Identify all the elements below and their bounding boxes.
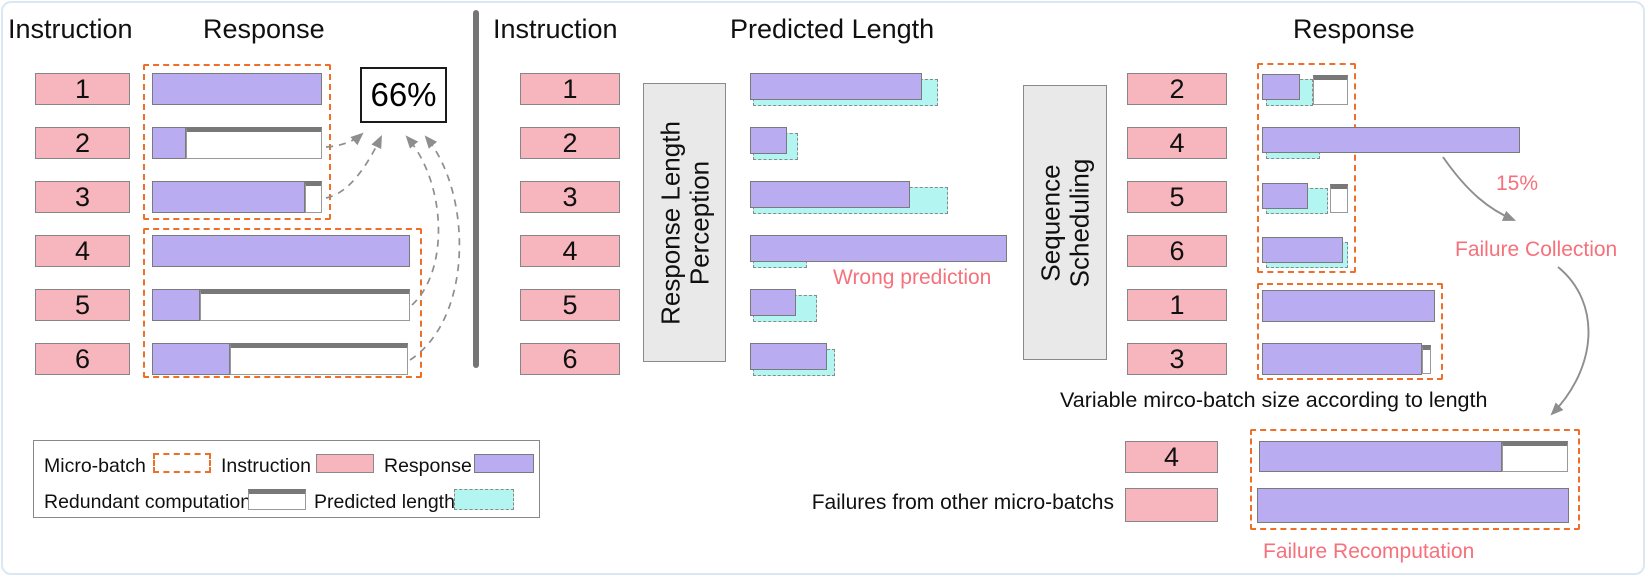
instruction-box-middle-5: 5 [520,289,620,321]
failure-recomputation-label: Failure Recomputation [1263,540,1475,563]
instruction-box-middle-2: 2 [520,127,620,159]
failures-from-label: Failures from other micro-batchs [811,491,1114,514]
right-response-6-purple-segment [1262,237,1343,263]
left-response-2-white-segment [186,127,322,159]
right-response-5-purple-segment [1262,183,1308,209]
right-batch-2-outline [1257,283,1443,380]
left-response-2-purple-segment [152,127,186,159]
instruction-box-right-2: 2 [1127,73,1227,105]
right-response-2-white-segment [1313,75,1348,105]
instruction-box-middle-1: 1 [520,73,620,105]
instruction-box-right-3: 3 [1127,343,1227,375]
instruction-box-bottom-blank [1125,488,1218,522]
mid-predicted-2-purple-segment [750,127,787,154]
legend-response-swatch [474,454,534,473]
left-response-3-white-segment [305,181,322,213]
left-response-6-purple-segment [152,343,230,375]
failure-rate-label: 15% [1496,172,1539,195]
failure-collection-label: Failure Collection [1455,238,1618,261]
middle-instruction-header: Instruction [493,14,618,44]
recompute-response-blank-purple-segment [1257,488,1569,523]
left-response-1-purple-segment [152,73,322,105]
left-response-header: Response [203,14,325,44]
mid-predicted-4-purple-segment [750,235,1007,262]
mid-predicted-3-purple-segment [750,181,910,208]
instruction-box-left-1: 1 [35,73,130,105]
right-response-3-purple-segment [1262,343,1422,375]
instruction-box-left-5: 5 [35,289,130,321]
instruction-box-left-2: 2 [35,127,130,159]
instruction-box-bottom-4: 4 [1125,441,1218,473]
instruction-box-middle-3: 3 [520,181,620,213]
section-divider [473,10,479,368]
right-batch-1-outline [1257,63,1356,273]
arrow-resp3-to-stat [325,135,382,199]
left-response-5-purple-segment [152,289,200,321]
mid-predicted-6-purple-segment [750,343,827,370]
instruction-box-middle-4: 4 [520,235,620,267]
mid-predicted-5-purple-segment [750,289,796,316]
legend-response-label: Response [384,455,472,477]
legend-predicted-swatch [454,489,514,510]
wrong-prediction-label: Wrong prediction [833,266,992,289]
left-instruction-header: Instruction [8,14,133,44]
legend-predicted-label: Predicted length [314,491,455,513]
instruction-box-right-5: 5 [1127,181,1227,213]
predicted-length-header: Predicted Length [730,14,935,44]
arrow-failure-collect [1550,266,1590,416]
left-response-5-white-segment [200,289,410,321]
right-response-header: Response [1293,14,1415,44]
right-response-4-purple-segment [1262,127,1520,153]
legend-micro-batch-swatch [153,453,211,473]
instruction-box-left-3: 3 [35,181,130,213]
left-response-3-purple-segment [152,181,305,213]
arrow-resp2-to-stat [325,132,364,148]
variable-batch-label: Variable mirco-batch size according to l… [1060,388,1488,412]
instruction-box-left-4: 4 [35,235,130,267]
legend-redundant-swatch [248,489,306,510]
instruction-box-right-1: 1 [1127,289,1227,321]
mid-predicted-1-purple-segment [750,73,922,100]
left-response-4-purple-segment [152,235,410,267]
legend-box: Micro-batch Instruction Response Redunda… [33,440,540,518]
redundancy-stat-box: 66% [360,67,447,123]
instruction-box-right-6: 6 [1127,235,1227,267]
legend-instruction-label: Instruction [221,455,311,477]
legend-micro-batch-label: Micro-batch [44,455,146,477]
right-response-2-purple-segment [1262,74,1300,100]
instruction-box-left-6: 6 [35,343,130,375]
legend-redundant-label: Redundant computation [44,491,252,513]
recompute-response-4-white-segment [1502,441,1568,472]
right-response-5-white-segment [1330,184,1348,213]
instruction-box-middle-6: 6 [520,343,620,375]
instruction-box-right-4: 4 [1127,127,1227,159]
right-response-1-purple-segment [1262,290,1435,322]
left-response-6-white-segment [230,343,408,375]
recompute-response-4-purple-segment [1259,441,1502,472]
legend-instruction-swatch [316,454,374,473]
failure-recompute-batch-outline [1250,429,1580,530]
right-response-3-white-segment [1422,345,1431,374]
